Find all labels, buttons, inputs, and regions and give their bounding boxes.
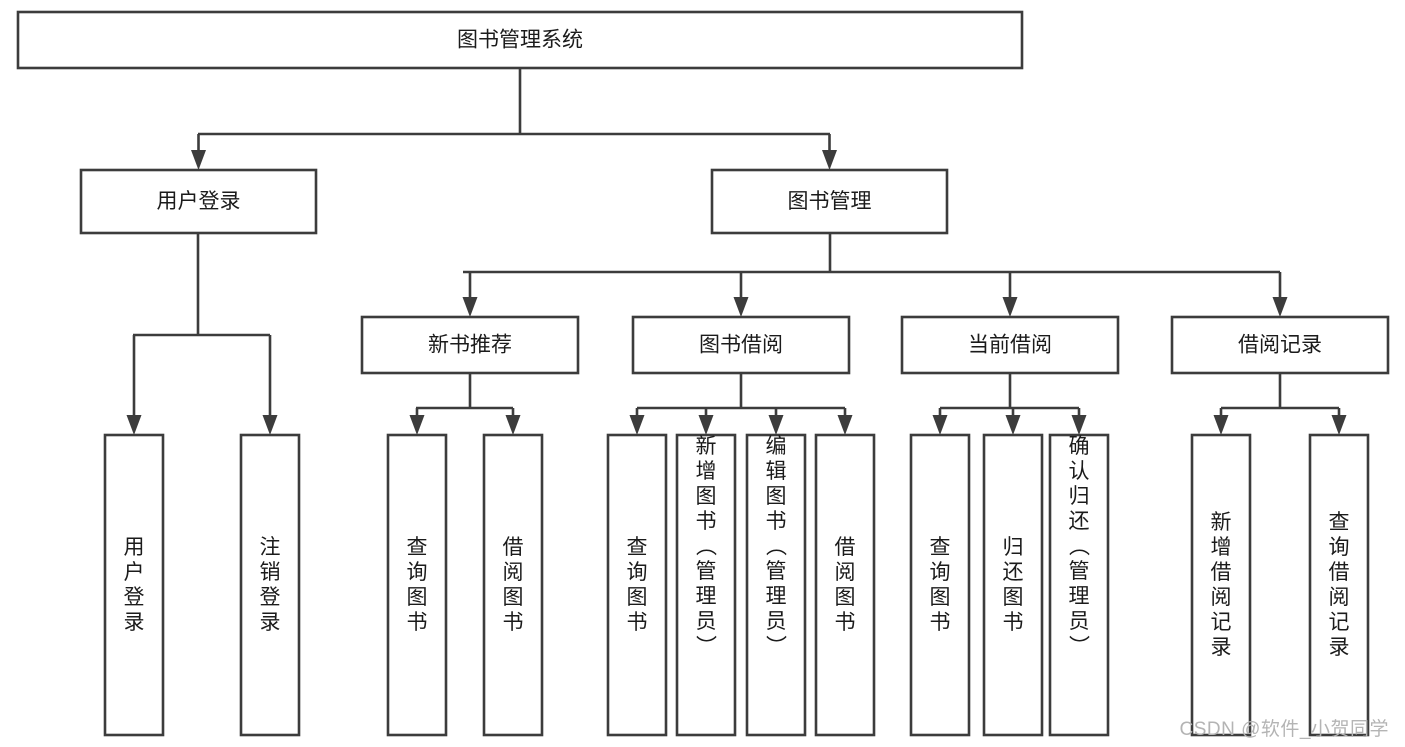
arrow-to-login (191, 134, 206, 170)
arrow-to-leaf-current-query (932, 408, 948, 435)
node-label: 借阅图书 (835, 536, 856, 634)
arrow-to-leaf-current-confirm (1071, 408, 1087, 435)
node-root[interactable]: 图书管理系统 (16, 10, 1024, 70)
connector-bus-records (1221, 373, 1339, 410)
connector-bus-login (133, 233, 270, 337)
node-label: 注销登录 (260, 536, 281, 634)
node-leaf-records-add[interactable]: 新增借阅记录 (1190, 433, 1252, 737)
arrow-to-leaf-borrow-add (698, 408, 714, 435)
arrow-to-leaf-newbook-borrow (505, 408, 521, 435)
node-label: 编辑图书（管理员） (766, 435, 788, 658)
arrow-to-leaf-records-query (1331, 408, 1347, 435)
node-label: 新增借阅记录 (1211, 511, 1232, 659)
node-leaf-current-query[interactable]: 查询图书 (909, 433, 971, 737)
node-leaf-current-return[interactable]: 归还图书 (982, 433, 1044, 737)
node-label: 图书管理系统 (457, 29, 583, 52)
arrow-to-leaf-user-login (126, 335, 142, 435)
node-leaf-borrow-edit[interactable]: 编辑图书（管理员） (745, 433, 807, 737)
watermark-label: CSDN @软件_小贺同学 (1179, 719, 1389, 740)
node-label: 借阅记录 (1238, 334, 1322, 357)
node-leaf-borrow-query[interactable]: 查询图书 (606, 433, 668, 737)
connector-bus-bookmgmt (463, 233, 1280, 274)
node-label: 用户登录 (157, 190, 241, 213)
node-newbook[interactable]: 新书推荐 (360, 315, 580, 375)
arrow-to-leaf-current-return (1005, 408, 1021, 435)
node-label: 查询图书 (627, 536, 648, 634)
arrow-to-current (1002, 272, 1018, 317)
arrow-to-bookmgmt (822, 134, 837, 170)
node-label: 新增图书（管理员） (696, 435, 718, 658)
arrow-to-records (1272, 272, 1288, 317)
node-label: 确认归还（管理员） (1069, 435, 1091, 658)
node-borrow[interactable]: 图书借阅 (631, 315, 851, 375)
arrow-to-leaf-newbook-query (409, 408, 425, 435)
connector-layer (126, 68, 1347, 435)
arrow-to-newbook (462, 272, 478, 317)
node-label: 新书推荐 (428, 334, 512, 357)
node-bookmgmt[interactable]: 图书管理 (710, 168, 949, 235)
node-label: 用户登录 (124, 536, 145, 634)
node-leaf-current-confirm[interactable]: 确认归还（管理员） (1048, 433, 1110, 737)
node-leaf-borrow-lend[interactable]: 借阅图书 (814, 433, 876, 737)
node-layer: 图书管理系统用户登录图书管理新书推荐图书借阅当前借阅借阅记录用户登录注销登录查询… (16, 10, 1390, 737)
node-label: 图书管理 (788, 190, 872, 213)
node-leaf-records-query[interactable]: 查询借阅记录 (1308, 433, 1370, 737)
node-label: 当前借阅 (968, 334, 1052, 357)
node-records[interactable]: 借阅记录 (1170, 315, 1390, 375)
arrow-to-leaf-records-add (1213, 408, 1229, 435)
arrow-to-leaf-borrow-lend (837, 408, 853, 435)
node-label: 归还图书 (1003, 536, 1024, 634)
node-leaf-user-logout[interactable]: 注销登录 (239, 433, 301, 737)
node-label: 查询图书 (930, 536, 951, 634)
connector-bus-borrow (637, 373, 845, 410)
node-leaf-newbook-borrow[interactable]: 借阅图书 (482, 433, 544, 737)
node-label: 查询借阅记录 (1329, 511, 1350, 659)
node-login[interactable]: 用户登录 (79, 168, 318, 235)
arrow-to-leaf-borrow-edit (768, 408, 784, 435)
connector-bus-root (198, 68, 830, 136)
arrow-to-borrow (733, 272, 749, 317)
node-label: 图书借阅 (699, 334, 783, 357)
node-leaf-user-login[interactable]: 用户登录 (103, 433, 165, 737)
connector-bus-current (940, 373, 1079, 410)
arrow-to-leaf-borrow-query (629, 408, 645, 435)
connector-bus-newbook (416, 373, 513, 410)
node-label: 借阅图书 (503, 536, 524, 634)
arrow-to-leaf-user-logout (262, 335, 278, 435)
node-leaf-borrow-add[interactable]: 新增图书（管理员） (675, 433, 737, 737)
node-leaf-newbook-query[interactable]: 查询图书 (386, 433, 448, 737)
node-label: 查询图书 (407, 536, 428, 634)
node-current[interactable]: 当前借阅 (900, 315, 1120, 375)
